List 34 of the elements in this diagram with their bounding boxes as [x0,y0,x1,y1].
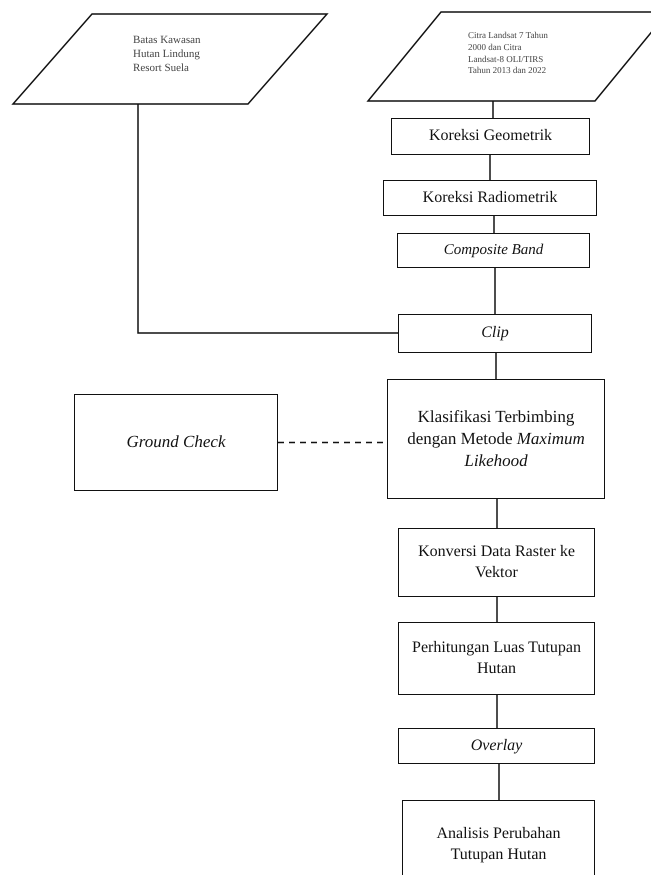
connector-line [489,155,491,180]
input-parallelogram [368,12,651,101]
connector-line [498,764,500,800]
process-box [383,180,597,216]
node-label: Koreksi Radiometrik [422,188,558,208]
node-label: Konversi Data Raster ke Vektor [417,542,576,582]
node-label: Batas Kawasan Hutan Lindung Resort Suela [133,32,202,76]
process-box [398,622,595,695]
connector-line [493,216,495,233]
process-box [398,728,595,764]
connector-line [496,597,498,622]
connector-line [137,104,398,334]
process-box [387,379,605,499]
process-box [391,118,590,155]
process-box [398,528,595,597]
node-label: Perhitungan Luas Tutupan Hutan [411,638,582,678]
connector-line [495,353,497,379]
process-box [398,314,592,353]
input-parallelogram [13,14,327,104]
connector-line [494,268,496,314]
node-label: Klasifikasi Terbimbing dengan Metode Maximum Likehood [406,406,586,472]
process-box [74,394,278,491]
node-label: Koreksi Geometrik [428,126,552,146]
node-label: Clip [481,323,509,344]
connector-line [496,499,498,528]
process-box [402,800,595,875]
process-box [397,233,590,268]
connector-line [496,695,498,728]
node-label: Analisis Perubahan Tutupan Hutan [436,824,562,865]
node-label: Composite Band [444,240,544,260]
node-label: Ground Check [126,431,226,454]
connector-line [492,101,494,118]
node-label: Overlay [470,736,522,756]
node-label: Citra Landsat 7 Tahun 2000 dan Citra Landsat-8 OLI/TIRS Tahun 2013 dan 2022 [468,30,548,77]
